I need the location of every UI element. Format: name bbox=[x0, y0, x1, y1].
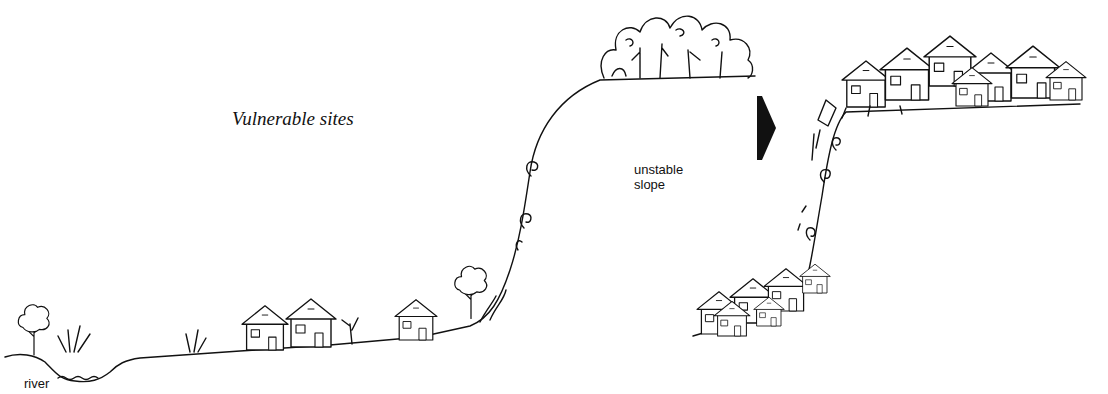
feature-label: river bbox=[24, 376, 49, 391]
left-cross-section bbox=[5, 16, 755, 381]
right-cross-section bbox=[693, 36, 1086, 336]
transition-arrow bbox=[757, 96, 776, 160]
section-heading: Vulnerable sites bbox=[232, 108, 354, 130]
hazard-label: unstable slope bbox=[634, 162, 692, 192]
